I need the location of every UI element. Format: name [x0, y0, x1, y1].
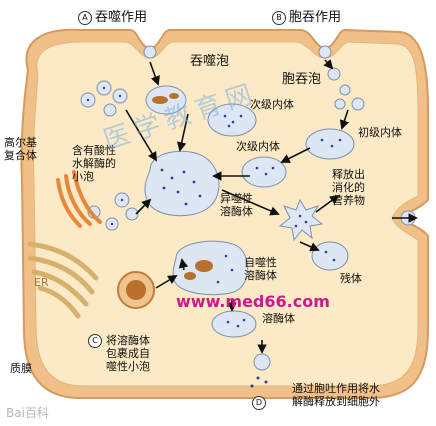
label-heterophagic-lysosome: 异噬性 溶酶体	[220, 192, 253, 218]
label-release-nutrients: 释放出 消化的 营养物	[332, 168, 365, 207]
flow-arrows	[125, 59, 418, 354]
label-c-text: 将溶酶体 包裹成自 噬性小泡	[106, 334, 150, 373]
exocytosis-vesicle	[250, 353, 271, 388]
watermark-logo: Bai百科	[6, 406, 49, 420]
label-autophagic-lysosome: 自噬性 溶酶体	[244, 256, 277, 282]
label-phagosome: 吞噬泡	[190, 54, 230, 69]
label-golgi: 高尔基 复合体	[4, 136, 37, 162]
secondary-endosome-mid	[241, 156, 287, 188]
label-er: ER	[34, 276, 49, 289]
circle-c-icon: C	[88, 334, 102, 348]
golgi-complex	[56, 170, 102, 228]
secondary-endosome-top	[207, 103, 257, 137]
label-residual-body: 残体	[340, 272, 362, 285]
primary-endosome	[305, 128, 355, 160]
lysosome-bottom	[211, 310, 257, 338]
pinocytosis-pit	[318, 45, 332, 59]
label-c: C	[88, 334, 105, 348]
digestion-burst	[278, 198, 324, 242]
circle-a-icon: A	[78, 11, 92, 25]
phagosome-vesicle	[145, 85, 187, 115]
label-secondary-endosome-top: 次级内体	[250, 98, 294, 111]
label-acid-hydrolase-vesicle: 含有酸性 水解酶的 小泡	[72, 144, 116, 183]
autophagic-vesicle-c	[117, 271, 155, 309]
phagocytosis-pit	[143, 45, 157, 59]
enzyme-dots	[86, 86, 342, 328]
label-d: D	[252, 396, 269, 410]
label-plasma-membrane: 质膜	[10, 362, 32, 375]
label-d-text: 通过胞吐作用将水 解酶释放到细胞外	[292, 382, 380, 408]
watermark-url: www.med66.com	[176, 292, 330, 311]
label-secondary-endosome-mid: 次级内体	[236, 140, 280, 153]
heterophagic-lysosome	[144, 150, 220, 217]
label-lysosome: 溶酶体	[262, 312, 295, 325]
residual-body	[311, 241, 349, 271]
small-vesicles-top	[327, 67, 365, 111]
endoplasmic-reticulum	[27, 241, 99, 319]
circle-d-icon: D	[252, 396, 266, 410]
label-pinosome: 胞吞泡	[282, 72, 322, 87]
label-primary-endosome: 初级内体	[358, 126, 402, 139]
circle-b-icon: B	[272, 11, 286, 25]
